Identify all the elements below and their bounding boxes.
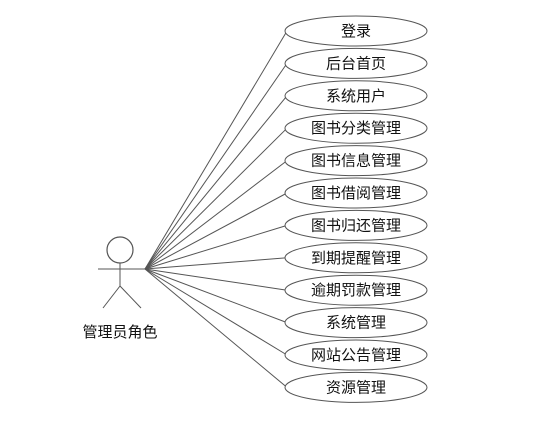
use-case-ellipse — [284, 80, 428, 112]
association-line — [144, 268, 288, 356]
use-case-ellipse — [284, 242, 428, 274]
use-case-label: 网站公告管理 — [311, 346, 401, 364]
use-case-ellipse — [284, 47, 428, 79]
association-lines — [144, 30, 288, 388]
use-case-ellipse — [284, 15, 428, 47]
use-case-label: 图书借阅管理 — [311, 184, 401, 202]
use-case-label: 图书分类管理 — [311, 119, 401, 137]
use-case-label: 系统管理 — [326, 314, 386, 332]
use-case-ellipse — [284, 307, 428, 339]
association-line — [144, 30, 288, 270]
use-case-ellipse — [284, 209, 428, 241]
association-line — [144, 95, 288, 270]
use-case-label: 资源管理 — [326, 378, 386, 396]
association-line — [144, 192, 288, 270]
use-case: 系统管理 — [284, 307, 428, 339]
use-case-ellipse — [284, 371, 428, 403]
use-case-ellipse — [284, 145, 428, 177]
actor-label: 管理员角色 — [82, 323, 157, 341]
association-line — [144, 268, 288, 291]
association-line — [144, 127, 288, 270]
use-case-ellipse — [284, 177, 428, 209]
actor-head — [106, 236, 134, 264]
use-case: 登录 — [284, 15, 428, 47]
use-case: 后台首页 — [284, 47, 428, 79]
use-case-ellipse — [284, 112, 428, 144]
actor-left-leg — [102, 285, 121, 309]
association-line — [144, 63, 288, 270]
association-line — [144, 268, 288, 388]
use-case: 逾期罚款管理 — [284, 274, 428, 306]
use-case: 到期提醒管理 — [284, 242, 428, 274]
association-line — [144, 224, 288, 270]
actor-right-leg — [119, 285, 142, 309]
use-case: 图书信息管理 — [284, 145, 428, 177]
use-case-list: 登录后台首页系统用户图书分类管理图书信息管理图书借阅管理图书归还管理到期提醒管理… — [284, 15, 428, 403]
use-case-ellipse — [284, 339, 428, 371]
use-case-label: 到期提醒管理 — [311, 249, 401, 267]
association-line — [144, 160, 288, 270]
use-case-label: 逾期罚款管理 — [311, 281, 401, 299]
use-case-ellipse — [284, 274, 428, 306]
association-line — [144, 257, 288, 270]
use-case: 图书分类管理 — [284, 112, 428, 144]
actor-figure: 管理员角色 — [82, 236, 158, 341]
use-case: 资源管理 — [284, 371, 428, 403]
use-case: 图书借阅管理 — [284, 177, 428, 209]
use-case-label: 图书信息管理 — [311, 152, 401, 170]
use-case-label: 图书归还管理 — [311, 216, 401, 234]
association-line — [144, 268, 288, 324]
use-case: 网站公告管理 — [284, 339, 428, 371]
use-case: 系统用户 — [284, 80, 428, 112]
use-case-label: 登录 — [341, 22, 371, 40]
use-case-label: 系统用户 — [326, 87, 386, 105]
use-case-label: 后台首页 — [326, 54, 386, 72]
use-case: 图书归还管理 — [284, 209, 428, 241]
